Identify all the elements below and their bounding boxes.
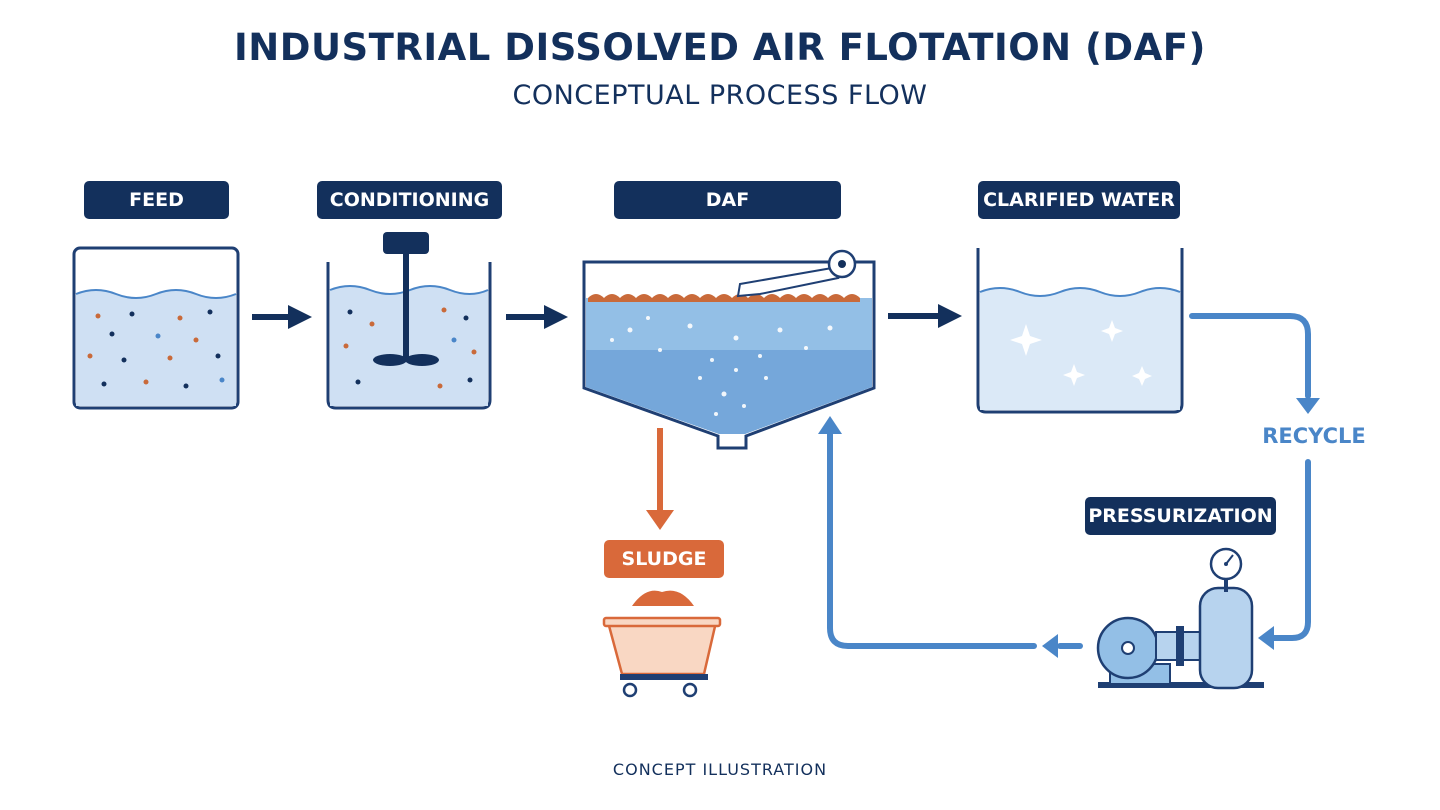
return-flow-line	[827, 431, 1083, 649]
pressure-vessel-icon	[1198, 580, 1254, 690]
stage-label-conditioning: CONDITIONING	[317, 181, 502, 219]
return-arrowhead	[818, 416, 842, 434]
stage-label-feed: FEED	[84, 181, 229, 219]
mixer-icon	[373, 232, 439, 366]
stage-label-pressurization: PRESSURIZATION	[1085, 497, 1276, 535]
air-bubbles	[610, 316, 833, 416]
footer-caption: CONCEPT ILLUSTRATION	[612, 760, 828, 779]
particles	[343, 307, 477, 389]
stage-label-sludge: SLUDGE	[604, 540, 724, 578]
recycle-arrowhead	[1296, 398, 1320, 414]
clarified-water-tank	[976, 248, 1184, 414]
skimmer-icon	[736, 249, 857, 298]
recycle-flow-line	[1189, 313, 1311, 641]
particles	[87, 309, 225, 389]
page-subtitle: CONCEPTUAL PROCESS FLOW	[512, 80, 928, 111]
recycle-arrowhead	[1258, 626, 1274, 650]
page-title: INDUSTRIAL DISSOLVED AIR FLOTATION (DAF)	[234, 26, 1206, 69]
feed-tank	[72, 246, 240, 410]
pressure-gauge-icon	[1209, 547, 1243, 581]
conditioning-tank	[326, 232, 492, 410]
stage-label-daf: DAF	[614, 181, 841, 219]
pump-icon	[1096, 616, 1264, 688]
daf-tank	[582, 249, 876, 450]
sludge-arrowhead	[646, 510, 674, 530]
stage-label-clarified-water: CLARIFIED WATER	[978, 181, 1180, 219]
recycle-label: RECYCLE	[1262, 424, 1366, 448]
froth-layer	[588, 294, 860, 302]
return-arrowhead	[1042, 634, 1058, 658]
sparkle-icon	[1010, 320, 1152, 386]
sludge-cart-icon	[602, 590, 722, 698]
